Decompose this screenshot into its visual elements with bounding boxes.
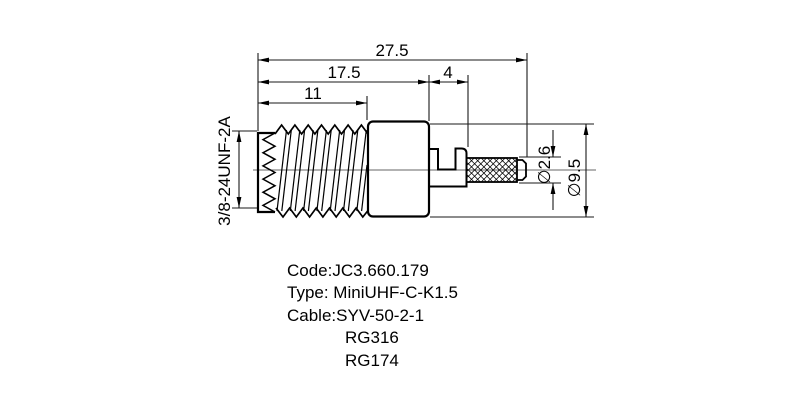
note-cable: Cable:SYV-50-2-1 xyxy=(287,305,425,325)
arrowhead xyxy=(258,57,269,63)
note-code: Code:JC3.660.179 xyxy=(287,261,429,280)
dim-label-overall-length: 27.5 xyxy=(375,41,408,60)
dim-label-body-diameter: ∅9.5 xyxy=(565,159,584,197)
arrowhead xyxy=(457,79,468,85)
cable-tip xyxy=(517,159,527,181)
knurled-ferrule xyxy=(465,157,518,183)
thread-flank-lines xyxy=(276,129,368,212)
connector-outline xyxy=(256,120,527,219)
dimension-lines xyxy=(238,59,587,217)
dim-label-thread-length: 11 xyxy=(304,84,322,103)
dim-label-thread-spec: 3/8-24UNF-2A xyxy=(215,116,234,226)
left-cap xyxy=(256,131,275,214)
arrowhead xyxy=(550,183,556,194)
note-cable-rg316: RG316 xyxy=(345,328,399,348)
arrowhead xyxy=(429,79,440,85)
note-cable-rg174: RG174 xyxy=(345,350,399,370)
arrowhead xyxy=(236,131,242,142)
dimension-arrowheads xyxy=(236,57,589,217)
dimension-labels: 27.5 17.5 4 11 3/8-24UNF-2A ∅2.6 ∅9.5 xyxy=(215,41,584,226)
thread-profile-top xyxy=(274,123,369,136)
knurl-crosshatch xyxy=(467,158,517,182)
specification-notes: Code:JC3.660.179 Type: MiniUHF-C-K1.5 Ca… xyxy=(287,260,458,372)
arrowhead xyxy=(236,197,242,208)
arrowhead xyxy=(583,206,589,217)
thread-profile-bottom xyxy=(275,206,369,219)
dim-label-ferrule-diameter: ∅2.6 xyxy=(535,146,554,184)
arrowhead xyxy=(550,146,556,157)
dim-label-rear-gap: 4 xyxy=(443,63,452,82)
arrowhead xyxy=(258,100,269,106)
dim-label-front-length: 17.5 xyxy=(327,63,360,82)
arrowhead xyxy=(583,124,589,135)
note-type: Type: MiniUHF-C-K1.5 xyxy=(287,283,458,303)
rear-neck-slot xyxy=(428,147,468,188)
arrowhead xyxy=(418,79,429,85)
arrowhead xyxy=(258,79,269,85)
arrowhead xyxy=(356,100,367,106)
connector-body xyxy=(366,120,431,218)
extension-lines xyxy=(232,53,594,218)
cap-thread-zigzag xyxy=(261,132,277,213)
arrowhead xyxy=(516,57,527,63)
